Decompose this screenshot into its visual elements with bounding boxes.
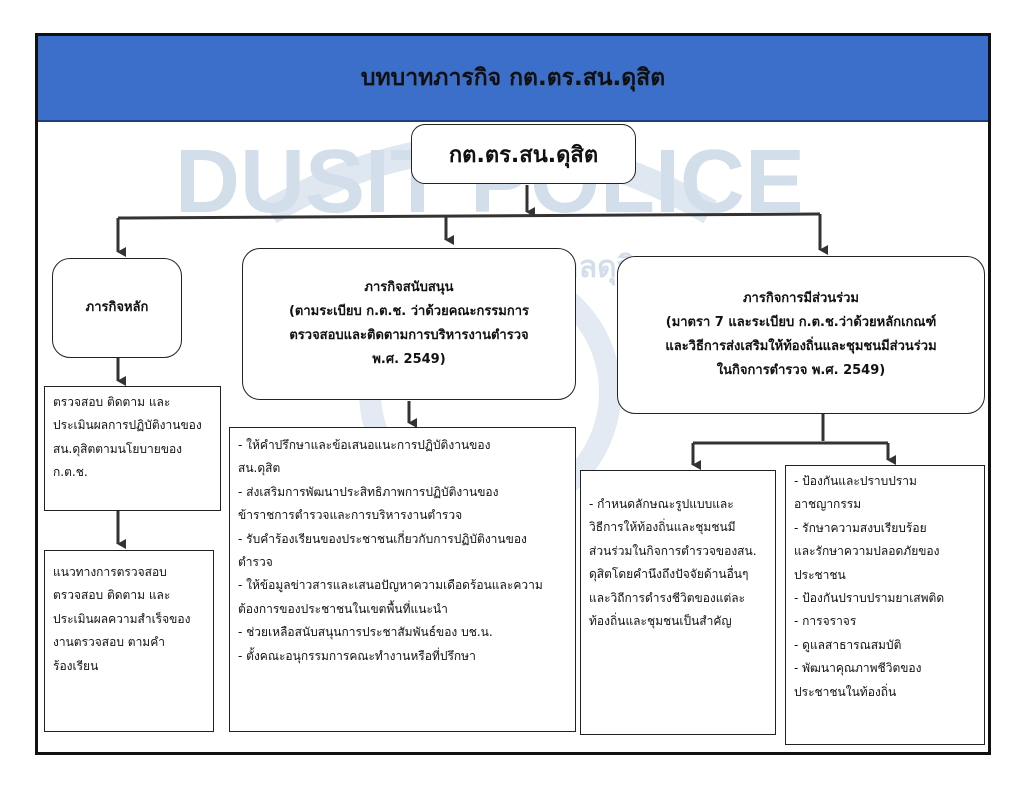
participation-left-line: ส่วนร่วมในกิจการตำรวจของสน. [589,543,757,558]
main-box1-line: ประเมินผลการปฏิบัติงานของ [53,418,202,433]
participation-right-line: - ดูแลสาธารณสมบัติ [794,637,902,652]
support-item: - รับคำร้องเรียนของประชาชนเกี่ยวกับการปฏ… [238,531,527,546]
main-mission-box-1: ตรวจสอบ ติดตาม และ ประเมินผลการปฏิบัติงา… [44,386,221,511]
participation-right-box: - ป้องกันและปราบปราม อาชญากรรม - รักษาคว… [785,465,985,745]
root-node: กต.ตร.สน.ดุสิต [411,124,636,184]
participation-left-box: - กำหนดลักษณะรูปแบบและ วิธีการให้ท้องถิ่… [580,470,776,735]
main-mission-node: ภารกิจหลัก [52,258,182,358]
support-item: ต้องการของประชาชนในเขตพื้นที่แนะนำ [238,601,448,616]
participation-left-line: ดุสิตโดยคำนึงถึงปัจจัยด้านอื่นๆ [589,567,749,582]
support-item: - ส่งเสริมการพัฒนาประสิทธิภาพการปฏิบัติง… [238,484,499,499]
participation-right-line: - พัฒนาคุณภาพชีวิตของ [794,661,922,676]
main-mission-box-2: แนวทางการตรวจสอบ ตรวจสอบ ติดตาม และ ประเ… [44,550,214,732]
root-label: กต.ตร.สน.ดุสิต [448,142,599,168]
participation-right-line: อาชญากรรม [794,497,862,512]
main-box2-line: งานตรวจสอบ ตามคำ [53,635,165,650]
support-title-line: พ.ศ. 2549) [372,352,446,368]
support-item: - ให้ข้อมูลข่าวสารและเสนอปัญหาความเดือดร… [238,578,543,593]
main-box1-line: ตรวจสอบ ติดตาม และ [53,395,171,409]
support-title-line: ตรวจสอบและติดตามการบริหารงานตำรวจ [289,328,529,343]
support-item: ตำรวจ [238,554,273,569]
participation-title-line: ในกิจการตำรวจ พ.ศ. 2549) [716,363,886,379]
main-box2-line: ตรวจสอบ ติดตาม และ [53,588,171,603]
participation-right-line: ประชาชนในท้องถิ่น [794,684,897,699]
participation-right-line: - การจราจร [794,614,857,629]
participation-left-line: - กำหนดลักษณะรูปแบบและ [589,497,734,511]
participation-title-line: (มาตรา 7 และระเบียบ ก.ต.ช.ว่าด้วยหลักเกณ… [665,314,937,330]
support-mission-node: ภารกิจสนับสนุน (ตามระเบียบ ก.ต.ช. ว่าด้ว… [242,248,576,400]
main-box2-line: ร้องเรียน [53,658,99,673]
support-item: สน.ดุสิต [238,461,281,476]
support-title-line: (ตามระเบียบ ก.ต.ช. ว่าด้วยคณะกรรมการ [288,303,530,319]
main-box2-line: แนวทางการตรวจสอบ [53,565,167,579]
participation-right-line: - ป้องกันปราบปรามยาเสพติด [794,590,945,605]
support-mission-details: - ให้คำปรึกษาและข้อเสนอแนะการปฏิบัติงานข… [229,427,576,732]
participation-left-line: ท้องถิ่นและชุมชนเป็นสำคัญ [589,613,732,628]
page-title: บทบาทภารกิจ กต.ตร.สน.ดุสิต [360,65,666,91]
main-box1-line: สน.ดุสิตตามนโยบายของ [53,441,183,456]
participation-left-line: วิธีการให้ท้องถิ่นและชุมชนมี [589,520,736,535]
support-title-line: ภารกิจสนับสนุน [364,279,454,295]
main-mission-title: ภารกิจหลัก [85,299,149,315]
main-box1-line: ก.ต.ช. [53,465,88,480]
title-banner: บทบาทภารกิจ กต.ตร.สน.ดุสิต [38,36,988,122]
participation-mission-node: ภารกิจการมีส่วนร่วม (มาตรา 7 และระเบียบ … [617,256,985,414]
participation-right-line: ประชาชน [794,567,846,582]
participation-left-line: และวิถีการดำรงชีวิตของแต่ละ [589,590,746,605]
participation-right-line: - รักษาความสงบเรียบร้อย [794,520,927,535]
support-item: ข้าราชการตำรวจและการบริหารงานตำรวจ [238,508,463,523]
participation-title-line: ภารกิจการมีส่วนร่วม [742,290,860,306]
participation-right-line: และรักษาความปลอดภัยของ [794,544,940,559]
support-item: - ช่วยเหลือสนับสนุนการประชาสัมพันธ์ของ บ… [238,625,493,640]
participation-title-line: และวิธีการส่งเสริมให้ท้องถิ่นและชุมชนมีส… [665,339,937,354]
support-item: - ตั้งคณะอนุกรรมการคณะทำงานหรือที่ปรึกษา [238,648,476,663]
main-box2-line: ประเมินผลความสำเร็จของ [53,611,191,626]
support-item: - ให้คำปรึกษาและข้อเสนอแนะการปฏิบัติงานข… [238,438,491,452]
participation-right-line: - ป้องกันและปราบปราม [794,474,917,488]
